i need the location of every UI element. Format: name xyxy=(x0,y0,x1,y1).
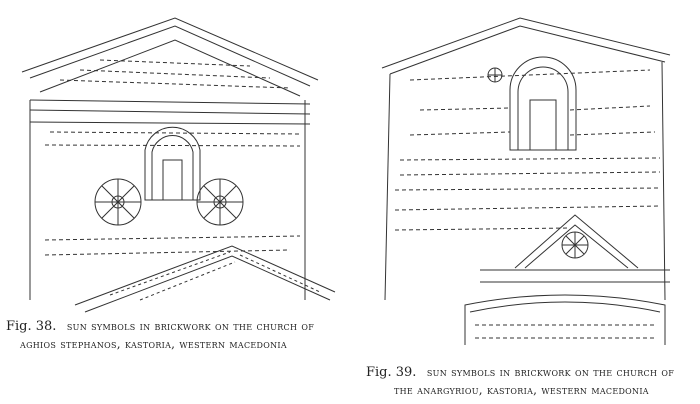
arched-window xyxy=(144,126,201,201)
figure-number: Fig. 38. xyxy=(6,319,57,334)
fig-38-caption: Fig. 38. SUN SYMBOLS IN BRICKWORK ON THE… xyxy=(6,318,314,352)
fig-38-drawing xyxy=(21,17,336,313)
fig-39-drawing xyxy=(381,17,671,345)
apse-arch xyxy=(464,294,666,345)
brick-patterns xyxy=(44,59,301,256)
sun-wheel-right xyxy=(196,178,244,226)
figure-number: Fig. 39. xyxy=(366,365,417,380)
fig-39-caption: Fig. 39. SUN SYMBOLS IN BRICKWORK ON THE… xyxy=(366,364,674,398)
sun-wheel-left xyxy=(94,178,142,226)
pediment xyxy=(480,214,670,283)
sun-symbol-top xyxy=(487,67,503,83)
caption-line: THE ANARGYRIOU, KASTORIA, WESTERN MACEDO… xyxy=(394,383,649,397)
brick-patterns xyxy=(394,69,661,231)
caption-line: SUN SYMBOLS IN BRICKWORK ON THE CHURCH O… xyxy=(66,319,315,333)
caption-line: AGHIOS STEPHANOS, KASTORIA, WESTERN MACE… xyxy=(20,337,287,351)
gable-roof xyxy=(21,17,319,125)
wall-outline xyxy=(384,61,666,301)
wall-outline xyxy=(29,100,306,300)
gable-roof xyxy=(381,17,671,75)
arched-window xyxy=(509,56,577,151)
sun-wheel xyxy=(561,231,589,259)
caption-line: SUN SYMBOLS IN BRICKWORK ON THE CHURCH O… xyxy=(426,365,675,379)
lower-roof xyxy=(74,245,336,313)
